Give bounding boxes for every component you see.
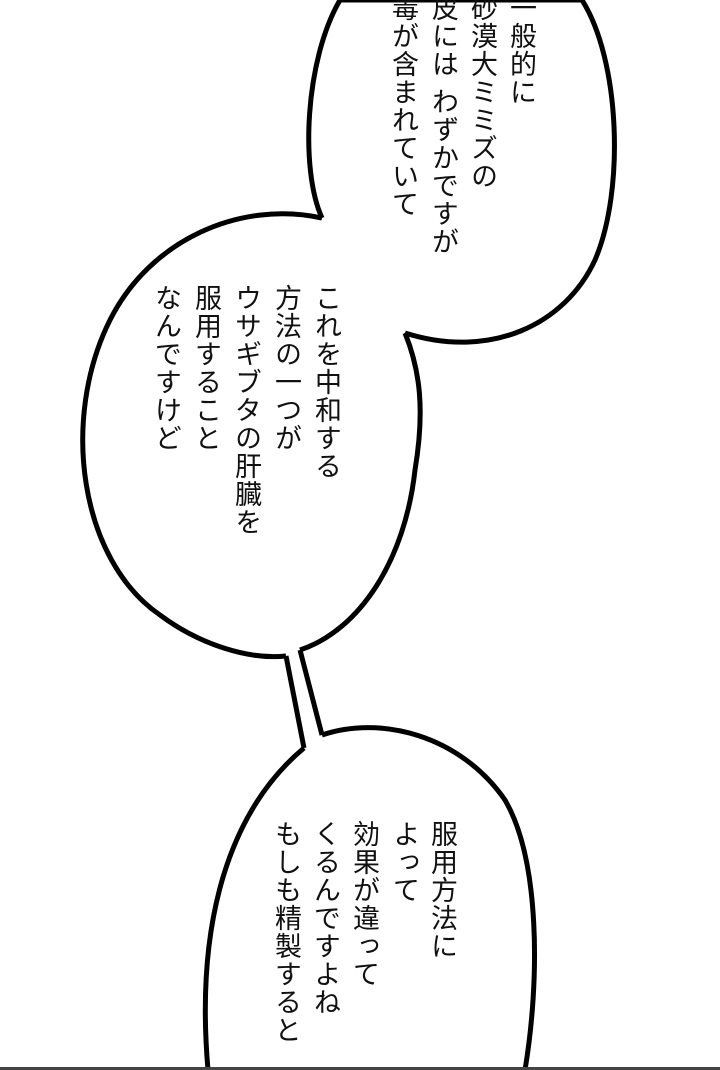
panel-bottom-border xyxy=(0,1067,720,1070)
bubble-connector-right xyxy=(297,649,325,736)
bubble-2-line-3: ウサギブタの肝臓を xyxy=(230,284,261,536)
bubble-3-line-1: 服用方法に xyxy=(426,820,457,960)
speech-bubble-3-outline xyxy=(202,725,538,1070)
bubble-3-line-3: 効果が違って xyxy=(348,820,379,988)
bubble-1-line-3: 皮には わずかですが xyxy=(427,0,458,256)
bubble-connector-left xyxy=(283,655,307,749)
bubble-1-line-4: 毒が含まれていて xyxy=(387,0,418,218)
bubble-2-line-2: 方法の一つが xyxy=(270,284,301,452)
speech-bubble-2-outline xyxy=(80,211,423,660)
bubble-1-line-2: 砂漠大ミミズの xyxy=(466,0,497,190)
bubble-1-line-1: 一般的に xyxy=(505,0,536,106)
speech-bubble-1-outline xyxy=(306,0,617,345)
bubble-3-line-4: くるんですよね xyxy=(309,820,340,1016)
bubble-2-line-5: なんですけど xyxy=(150,284,181,452)
bubble-2-line-4: 服用すること xyxy=(190,284,221,452)
bubble-2-line-1: これを中和する xyxy=(310,284,341,480)
bubble-3-line-5: もしも精製すると xyxy=(270,820,301,1044)
bubble-3-line-2: よって xyxy=(388,820,419,904)
